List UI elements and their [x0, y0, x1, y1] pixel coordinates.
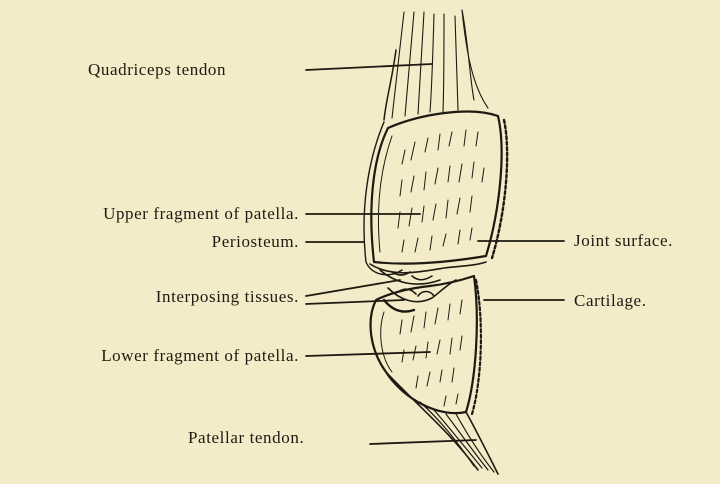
label-cartilage: Cartilage. [574, 291, 647, 311]
upper-fragment-drawing [364, 112, 507, 275]
label-interposing-tissues: Interposing tissues. [156, 287, 299, 307]
label-lower-fragment: Lower fragment of patella. [101, 346, 299, 366]
leader-quadriceps-tendon [306, 64, 432, 70]
patellar-tendon-drawing [386, 372, 498, 474]
label-upper-fragment: Upper fragment of patella. [103, 204, 299, 224]
leader-interposing-tissues-1 [306, 280, 400, 296]
leader-lower-fragment [306, 352, 430, 356]
lower-fragment-drawing [371, 276, 481, 414]
leader-interposing-tissues-2 [306, 300, 404, 304]
label-quadriceps-tendon: Quadriceps tendon [88, 60, 226, 80]
label-joint-surface: Joint surface. [574, 231, 673, 251]
label-periosteum: Periosteum. [212, 232, 299, 252]
label-patellar-tendon: Patellar tendon. [188, 428, 304, 448]
leader-lines [306, 64, 564, 444]
